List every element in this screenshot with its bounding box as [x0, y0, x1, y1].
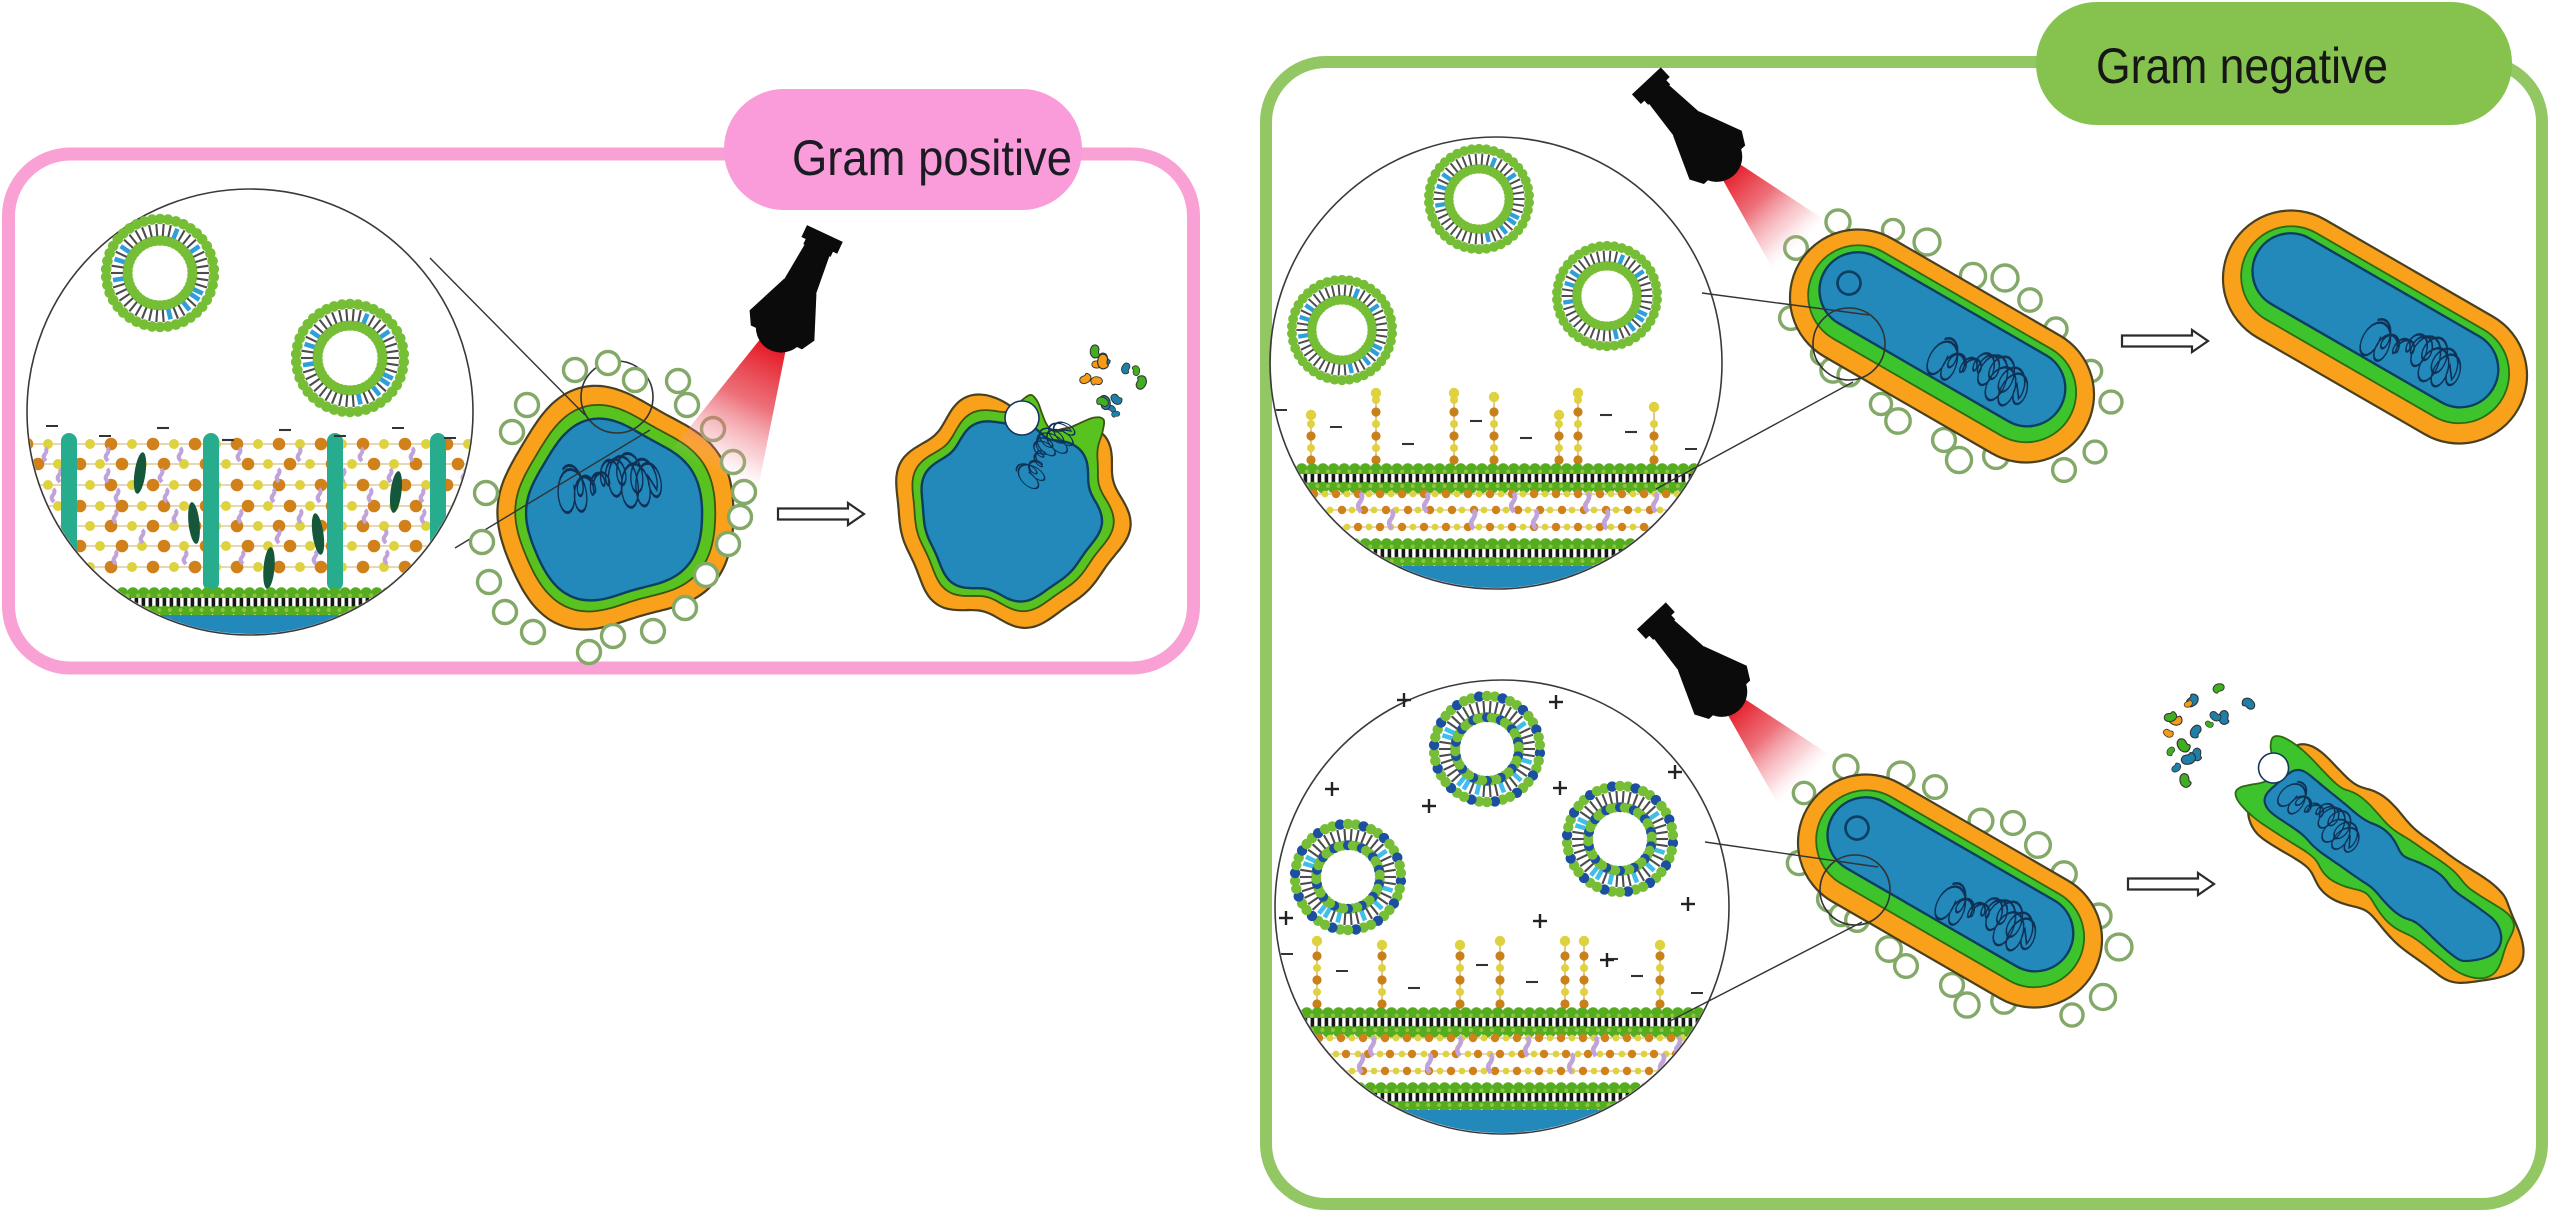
svg-text:Gram positive: Gram positive	[792, 130, 1072, 186]
svg-text:Gram negative: Gram negative	[2096, 38, 2388, 94]
